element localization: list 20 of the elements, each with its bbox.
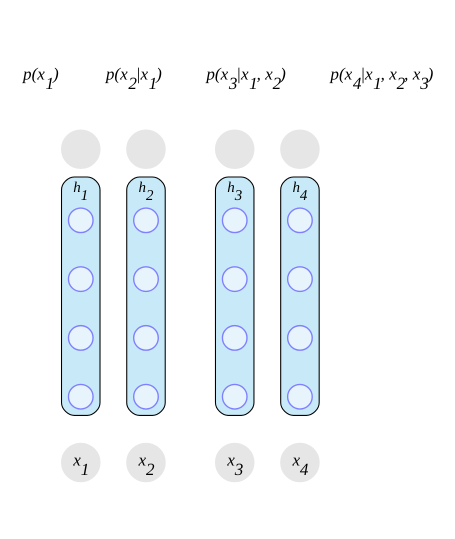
node-circle	[222, 266, 248, 292]
node-circle	[286, 266, 313, 292]
node-circle	[68, 266, 94, 292]
node-circle	[222, 324, 248, 351]
node-circle	[280, 129, 320, 169]
node-circle	[133, 207, 159, 234]
node-circle	[68, 207, 94, 234]
node-circle	[286, 324, 313, 351]
node-circle	[214, 129, 254, 169]
node-circle	[286, 384, 313, 410]
node-circle	[133, 384, 159, 410]
node-circle	[68, 384, 94, 410]
node-circle	[133, 324, 159, 351]
node-circle	[126, 129, 166, 169]
node-circle	[68, 324, 94, 351]
node-circle	[222, 384, 248, 410]
node-circle	[286, 207, 313, 234]
node-circle	[60, 129, 101, 169]
node-circle	[133, 266, 159, 292]
node-circle	[222, 207, 248, 234]
